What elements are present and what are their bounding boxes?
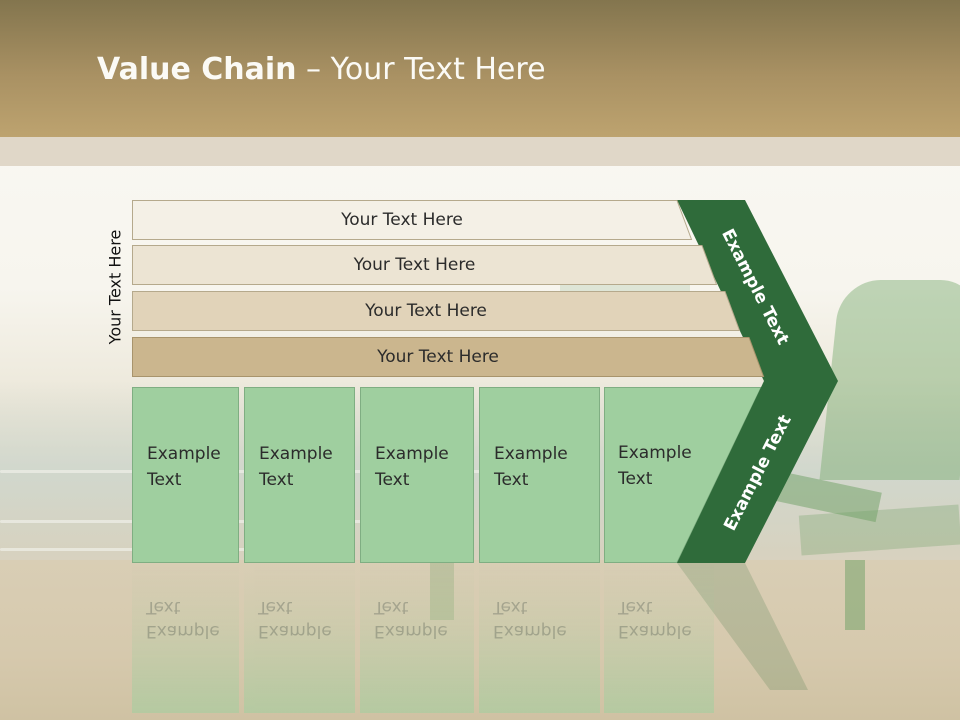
slide-title-bold: Value Chain <box>97 52 297 87</box>
box-text-line1: Example <box>259 444 333 464</box>
row-label: Your Text Here <box>365 301 487 321</box>
value-chain-row: Your Text Here <box>132 291 741 331</box>
row-fill <box>132 200 693 240</box>
row-fill <box>132 245 718 285</box>
box-text-line2: Text <box>618 469 653 489</box>
activity-box-last-shape <box>604 387 762 563</box>
chevron-lower <box>677 381 838 563</box>
row-label: Your Text Here <box>353 255 476 275</box>
box-text-line2: Text <box>259 470 294 490</box>
box-text-line1: Example <box>147 444 221 464</box>
slide-title: Value Chain – Your Text Here <box>97 52 546 87</box>
activity-box: Example Text <box>244 387 355 563</box>
activity-box: Example Text <box>132 387 239 563</box>
slide-title-rest: – Your Text Here <box>296 52 546 87</box>
row-fill <box>132 337 765 377</box>
beach-chair-image <box>845 560 865 630</box>
box-text-line1: Example <box>375 444 449 464</box>
title-underline-band <box>0 137 960 166</box>
activity-box: Example Text <box>360 387 474 563</box>
value-chain-row: Your Text Here <box>132 200 693 240</box>
row-label: Your Text Here <box>377 347 499 367</box>
row-shape <box>132 337 765 377</box>
row-shape <box>132 245 718 285</box>
box-text-line2: Text <box>375 470 410 490</box>
value-chain-row: Your Text Here <box>132 337 765 377</box>
chevron-reflection <box>677 563 808 690</box>
row-label: Your Text Here <box>341 210 463 230</box>
row-fill <box>132 291 741 331</box>
row-shape <box>132 291 741 331</box>
value-chain-row: Your Text Here <box>132 245 718 285</box>
activity-box: Example Text <box>479 387 600 563</box>
box-text-line2: Text <box>494 470 529 490</box>
title-bar <box>0 0 960 137</box>
chevron-upper <box>677 200 838 381</box>
box-text-line1: Example <box>618 443 692 463</box>
activity-box-last-fill <box>604 387 762 563</box>
box-text-line2: Text <box>147 470 182 490</box>
box-text-line1: Example <box>494 444 568 464</box>
row-shape <box>132 200 693 240</box>
activity-box-last: Example Text <box>604 387 714 563</box>
